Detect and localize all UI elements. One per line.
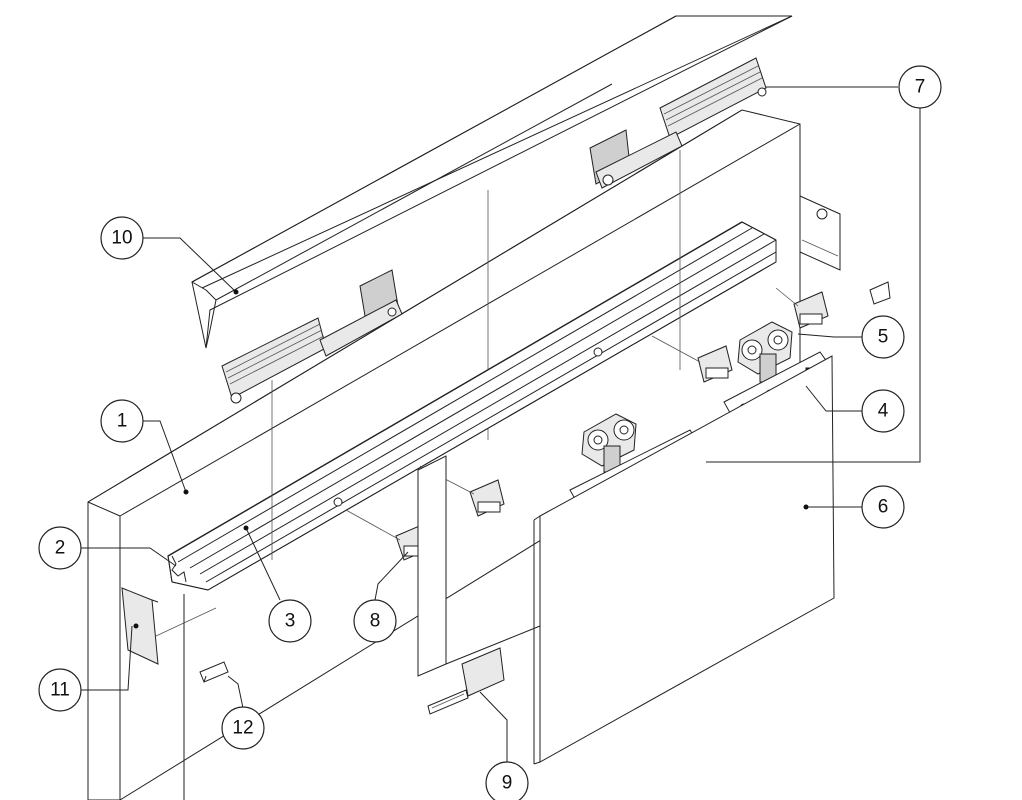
upper-damper-left xyxy=(221,269,403,404)
cover-profile xyxy=(191,15,793,349)
callout-label: 12 xyxy=(232,718,253,739)
frame-lines xyxy=(183,150,681,800)
callout-label: 11 xyxy=(50,680,70,701)
track-rail xyxy=(167,221,777,591)
stopper xyxy=(199,661,229,683)
callout-label: 10 xyxy=(111,228,132,249)
callout-label: 2 xyxy=(55,538,66,559)
upper-damper-right xyxy=(589,57,767,189)
door-panel xyxy=(533,355,835,765)
callout-label: 3 xyxy=(285,611,296,632)
callout-label: 1 xyxy=(117,411,128,432)
callout-9: 9 xyxy=(485,761,529,800)
floor-guide xyxy=(417,455,541,715)
callout-1: 1 xyxy=(100,399,144,443)
callout-label: 9 xyxy=(502,773,513,794)
callout-3: 3 xyxy=(268,599,312,643)
callout-2: 2 xyxy=(38,526,82,570)
callout-label: 6 xyxy=(878,497,889,518)
callout-4: 4 xyxy=(861,389,905,433)
callout-7: 7 xyxy=(898,65,942,109)
callout-10: 10 xyxy=(100,216,144,260)
callout-8: 8 xyxy=(353,599,397,643)
callout-label: 4 xyxy=(878,401,889,422)
callout-label: 8 xyxy=(370,611,381,632)
callout-label: 5 xyxy=(878,327,889,348)
roller-trolleys xyxy=(581,321,793,473)
callout-6: 6 xyxy=(861,485,905,529)
leader-lines xyxy=(81,86,921,762)
callout-5: 5 xyxy=(861,315,905,359)
wall-bracket xyxy=(799,195,891,305)
callout-11: 11 xyxy=(38,668,82,712)
callout-12: 12 xyxy=(221,706,265,750)
callout-label: 7 xyxy=(915,77,926,98)
